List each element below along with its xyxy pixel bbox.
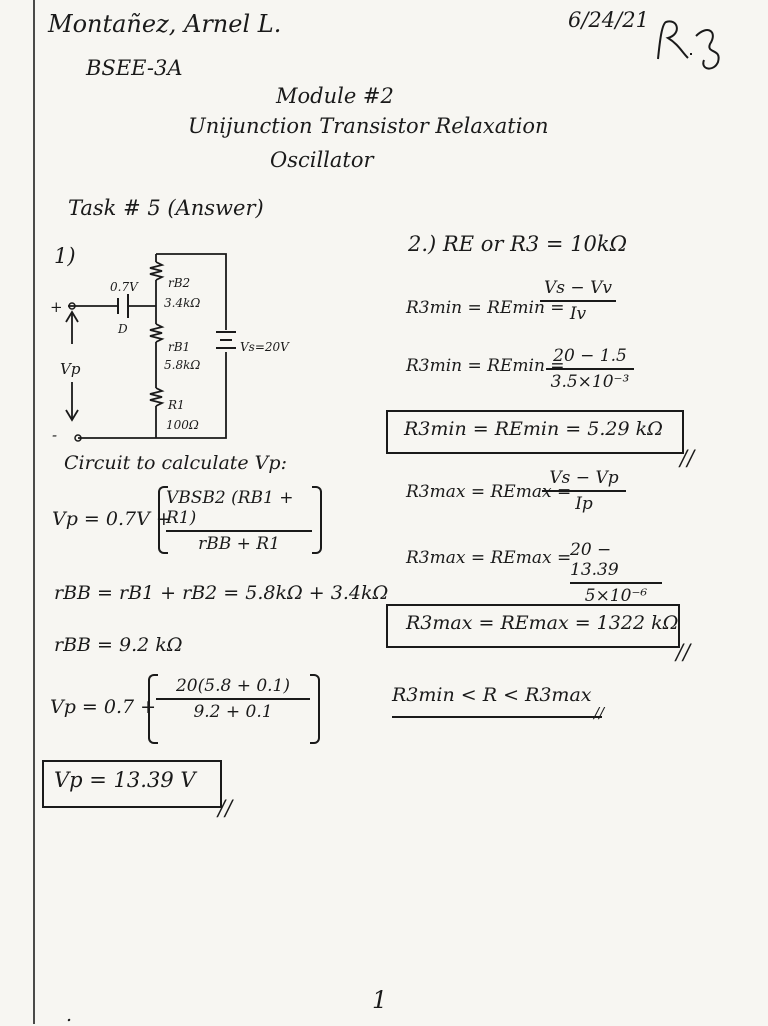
student-section: BSEE-3A	[86, 56, 183, 80]
circuit-caption: Circuit to calculate Vp:	[64, 452, 287, 474]
r3max-formula-fraction: Vs − Vp Ip	[542, 468, 626, 514]
rb1-value: 5.8kΩ	[164, 358, 201, 372]
r3min-formula-fraction: Vs − Vv Iv	[540, 278, 616, 324]
r3min-sub-numerator: 20 − 1.5	[553, 346, 627, 366]
r3min-substitution-fraction: 20 − 1.5 3.5×10⁻³	[546, 346, 634, 392]
ujt-circuit-diagram	[65, 253, 236, 442]
r3min-answer: R3min = REmin = 5.29 kΩ	[404, 418, 663, 440]
rbb-value: rBB = 9.2 kΩ	[54, 634, 183, 656]
vp-check-mark: //	[218, 796, 233, 820]
diode-symbol	[117, 294, 129, 318]
fraction-bar	[542, 490, 626, 492]
r3max-formula-lhs: R3max = REmax =	[406, 482, 572, 502]
page-number: 1	[372, 986, 388, 1014]
plus-terminal: +	[50, 298, 63, 316]
vp-substitution-fraction: 20(5.8 + 0.1) 9.2 + 0.1	[156, 676, 310, 722]
part2-heading: 2.) RE or R3 = 10kΩ	[408, 232, 628, 256]
r3max-substitution-lhs: R3max = REmax =	[406, 548, 572, 568]
bracket-right	[312, 486, 322, 554]
rb2-label: rB2	[168, 276, 191, 290]
r3min-denominator: Iv	[569, 304, 587, 324]
minus-terminal: -	[52, 426, 58, 444]
margin-line	[33, 0, 35, 1024]
date: 6/24/21	[568, 8, 649, 32]
rb2-value: 3.4kΩ	[164, 296, 201, 310]
rbb-formula: rBB = rB1 + rB2 = 5.8kΩ + 3.4kΩ	[54, 582, 389, 604]
r3max-sub-denominator: 5×10⁻⁶	[584, 586, 648, 606]
r3max-answer: R3max = REmax = 1322 kΩ	[406, 612, 679, 634]
r3min-sub-denominator: 3.5×10⁻³	[550, 372, 630, 392]
vp-substitution-denominator: 9.2 + 0.1	[193, 702, 273, 722]
fraction-bar	[570, 582, 662, 584]
fraction-bar	[546, 368, 634, 370]
student-name: Montañez, Arnel L.	[48, 10, 282, 38]
part1-label: 1)	[54, 244, 76, 268]
title-line-2: Unijunction Transistor Relaxation	[188, 114, 549, 138]
circuit-wires	[65, 253, 227, 439]
range-underline	[392, 716, 602, 718]
vp-answer: Vp = 13.39 V	[54, 768, 196, 792]
r3min-numerator: Vs − Vv	[544, 278, 612, 298]
bracket-left	[148, 674, 158, 744]
r3min-check-mark: //	[680, 446, 695, 470]
vp-formula-denominator: rBB + R1	[198, 534, 280, 554]
rb1-label: rB1	[168, 340, 191, 354]
bracket-left	[158, 486, 168, 554]
vp-formula-lhs: Vp = 0.7V +	[52, 508, 172, 530]
fraction-bar	[166, 530, 312, 532]
r3max-check-mark: //	[676, 640, 691, 664]
diode-label: D	[118, 322, 128, 336]
fraction-bar	[156, 698, 310, 700]
stray-dot: .	[66, 1004, 73, 1026]
r3min-substitution-lhs: R3min = REmin =	[406, 356, 565, 376]
battery-symbol	[216, 331, 236, 349]
title-line-3: Oscillator	[270, 148, 374, 172]
resistance-range: R3min < R < R3max	[392, 684, 592, 706]
terminal-node	[68, 302, 76, 310]
r1-label: R1	[168, 398, 185, 412]
title-line-1: Module #2	[276, 84, 394, 108]
vp-label: Vp	[60, 360, 81, 378]
vp-substitution-numerator: 20(5.8 + 0.1)	[175, 676, 291, 696]
r3min-answer-box	[386, 410, 684, 454]
r3min-formula-lhs: R3min = REmin =	[406, 298, 565, 318]
vp-substitution-lhs: Vp = 0.7 +	[50, 696, 157, 718]
source-label: Vs=20V	[240, 340, 289, 354]
r3max-sub-numerator: 20 − 13.39	[570, 540, 619, 580]
vp-formula-numerator: VBSB2 (RB1 + R1)	[166, 488, 294, 528]
bracket-right	[310, 674, 320, 744]
vp-formula-fraction: VBSB2 (RB1 + R1) rBB + R1	[166, 488, 312, 554]
r3max-answer-box	[386, 604, 680, 648]
vp-answer-box	[42, 760, 222, 808]
signature	[657, 20, 720, 70]
task-heading: Task # 5 (Answer)	[68, 196, 264, 220]
fraction-bar	[540, 300, 616, 302]
r3max-denominator: Ip	[575, 494, 593, 514]
r3max-substitution-fraction: 20 − 13.39 5×10⁻⁶	[570, 540, 662, 606]
diode-voltage-label: 0.7V	[110, 280, 138, 294]
r1-value: 100Ω	[166, 418, 199, 432]
r3max-numerator: Vs − Vp	[549, 468, 619, 488]
range-check-mark: //	[594, 704, 605, 722]
terminal-node	[74, 434, 82, 442]
